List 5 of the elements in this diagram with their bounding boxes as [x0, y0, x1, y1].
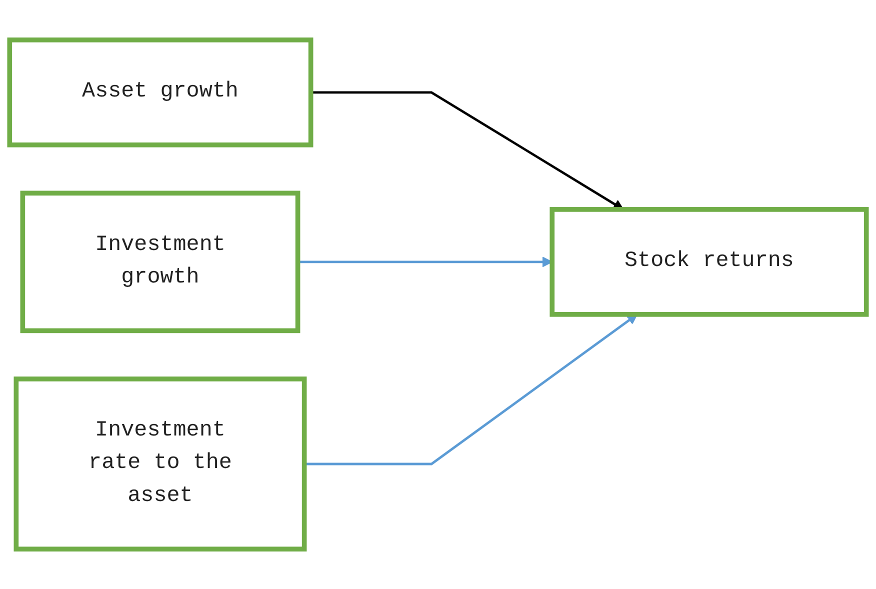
node-box: Investment growth: [20, 190, 300, 334]
arrow: [310, 91, 624, 210]
node-box: Asset growth: [7, 38, 314, 148]
node-box: Investment rate to the asset: [14, 376, 307, 552]
node-box: Stock returns: [550, 207, 869, 317]
